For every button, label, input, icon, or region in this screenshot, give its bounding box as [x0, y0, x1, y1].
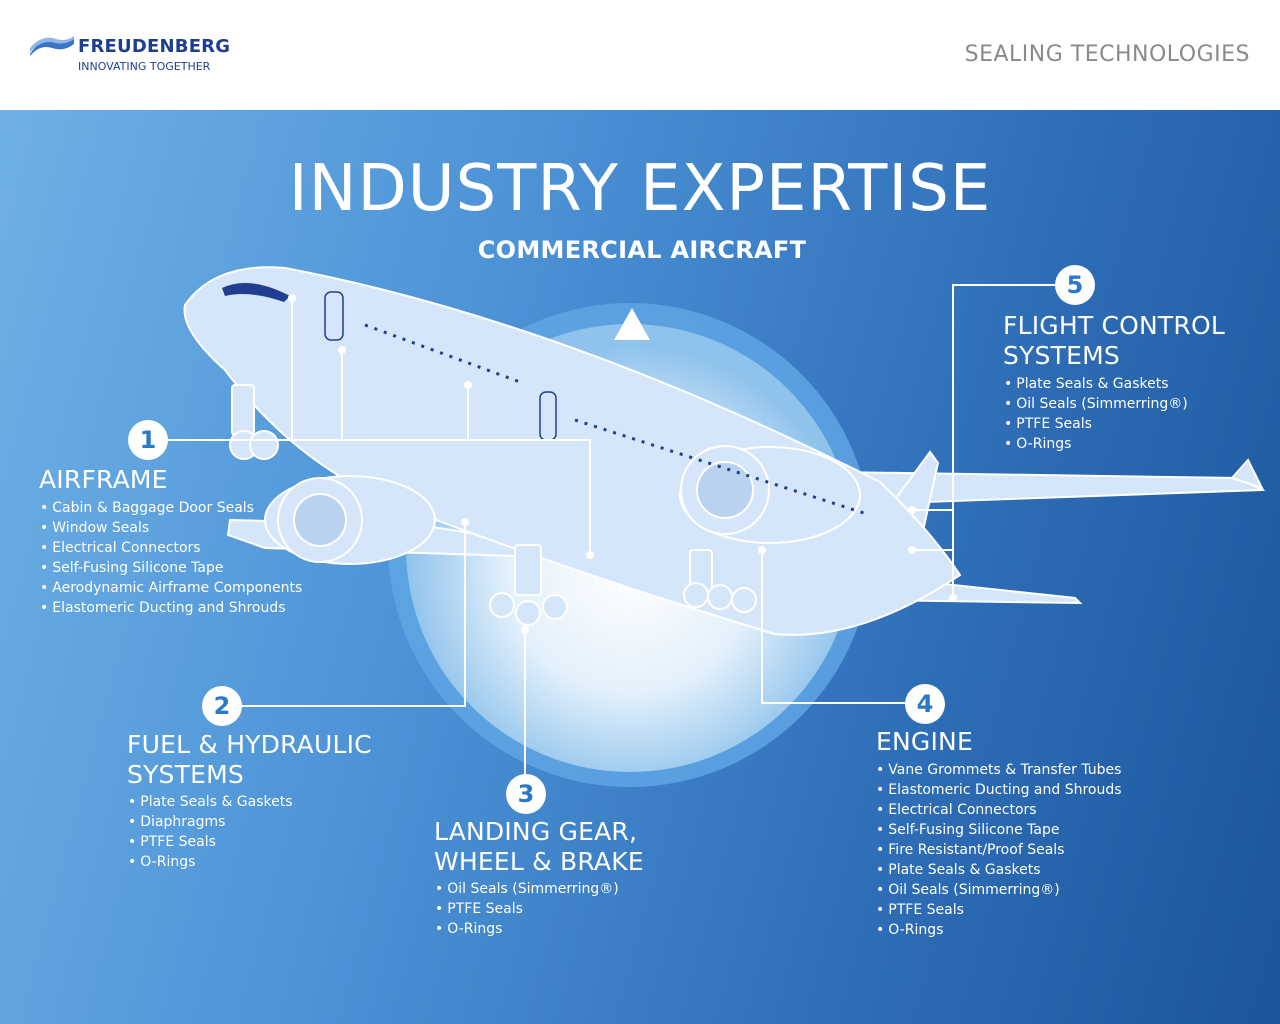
- callout-dot: [288, 294, 296, 302]
- list-item: Self-Fusing Silicone Tape: [876, 820, 1122, 840]
- callout-line-5: [912, 284, 1055, 598]
- main-gear-wheel: [707, 584, 733, 610]
- list-item: Cabin & Baggage Door Seals: [40, 498, 302, 518]
- nose-gear-strut: [231, 384, 255, 436]
- main-gear-wheel: [683, 582, 709, 608]
- list-item: Vane Grommets & Transfer Tubes: [876, 760, 1122, 780]
- section-4-list: Vane Grommets & Transfer Tubes Elastomer…: [876, 760, 1122, 940]
- hero-panel: INDUSTRY EXPERTISE COMMERCIAL AIRCRAFT 1…: [0, 110, 1280, 1024]
- halo-pointer: [614, 308, 650, 340]
- page-title: INDUSTRY EXPERTISE: [288, 152, 992, 226]
- list-item: Elastomeric Ducting and Shrouds: [876, 780, 1121, 800]
- callout-dot: [586, 551, 594, 559]
- main-gear-wheel: [731, 587, 757, 613]
- section-2-badge: 2: [202, 686, 242, 726]
- callout-dot: [338, 346, 346, 354]
- list-item: O-Rings: [1004, 434, 1188, 454]
- brand-tagline: INNOVATING TOGETHER: [78, 60, 211, 73]
- list-item: O-Rings: [128, 852, 293, 872]
- wave-logo-icon: [30, 36, 74, 56]
- section-2-list: Plate Seals & Gaskets Diaphragms PTFE Se…: [128, 792, 293, 872]
- section-5-title: FLIGHT CONTROL SYSTEMS: [1003, 311, 1225, 370]
- callout-line-1: [168, 298, 591, 555]
- section-5-list: Plate Seals & Gaskets Oil Seals (Simmerr…: [1004, 374, 1188, 454]
- callout-dot: [521, 626, 529, 634]
- list-item: PTFE Seals: [128, 832, 293, 852]
- header-bar: FREUDENBERG INNOVATING TOGETHER SEALING …: [0, 0, 1280, 110]
- list-item: O-Rings: [435, 919, 619, 939]
- list-item: PTFE Seals: [1004, 414, 1188, 434]
- main-gear-wheel: [489, 592, 515, 618]
- cockpit-window: [222, 283, 290, 302]
- callout-dot: [908, 506, 916, 514]
- callout-dot: [949, 594, 957, 602]
- section-3-title: LANDING GEAR, WHEEL & BRAKE: [434, 817, 644, 876]
- list-item: PTFE Seals: [435, 899, 619, 919]
- callout-dot: [758, 546, 766, 554]
- main-gear-wheel: [542, 594, 568, 620]
- main-gear-strut: [514, 544, 542, 596]
- section-1-title: AIRFRAME: [39, 465, 168, 494]
- list-item: PTFE Seals: [876, 900, 1122, 920]
- list-item: Plate Seals & Gaskets: [876, 860, 1122, 880]
- list-item: Diaphragms: [128, 812, 293, 832]
- callout-dot: [464, 381, 472, 389]
- section-3-list: Oil Seals (Simmerring®) PTFE Seals O-Rin…: [435, 879, 619, 939]
- list-item: Plate Seals & Gaskets: [128, 792, 292, 812]
- right-wingtip: [1230, 458, 1264, 490]
- main-gear-wheel: [515, 600, 541, 626]
- section-2-title: FUEL & HYDRAULIC SYSTEMS: [127, 730, 372, 789]
- callout-line-2: [240, 522, 466, 707]
- division-label: SEALING TECHNOLOGIES: [964, 42, 1250, 67]
- right-engine-fan: [696, 461, 754, 519]
- section-4-title: ENGINE: [876, 727, 973, 756]
- section-5-badge: 5: [1055, 265, 1095, 305]
- section-1-list: Cabin & Baggage Door Seals Window Seals …: [40, 498, 302, 618]
- list-item: Plate Seals & Gaskets: [1004, 374, 1188, 394]
- list-item: Self-Fusing Silicone Tape: [40, 558, 302, 578]
- front-door: [324, 291, 344, 341]
- section-1-badge: 1: [128, 420, 168, 460]
- aircraft-illustration: [168, 266, 1266, 787]
- callout-dot: [461, 518, 469, 526]
- list-item: Oil Seals (Simmerring®): [435, 879, 618, 899]
- list-item: Fire Resistant/Proof Seals: [876, 840, 1122, 860]
- callout-dot: [908, 546, 916, 554]
- list-item: Oil Seals (Simmerring®): [1004, 394, 1187, 414]
- list-item: Window Seals: [40, 518, 302, 538]
- section-3-badge: 3: [506, 774, 546, 814]
- cabin-windows: [364, 323, 871, 517]
- list-item: O-Rings: [876, 920, 1122, 940]
- page-subtitle: COMMERCIAL AIRCRAFT: [477, 236, 807, 264]
- list-item: Electrical Connectors: [876, 800, 1122, 820]
- list-item: Aerodynamic Airframe Components: [40, 578, 302, 598]
- nose-wheel: [249, 430, 279, 460]
- brand-name: FREUDENBERG: [78, 36, 231, 57]
- section-4-badge: 4: [905, 684, 945, 724]
- list-item: Oil Seals (Simmerring®): [876, 880, 1122, 900]
- callout-line-4: [761, 550, 905, 704]
- list-item: Elastomeric Ducting and Shrouds: [40, 598, 302, 618]
- list-item: Electrical Connectors: [40, 538, 302, 558]
